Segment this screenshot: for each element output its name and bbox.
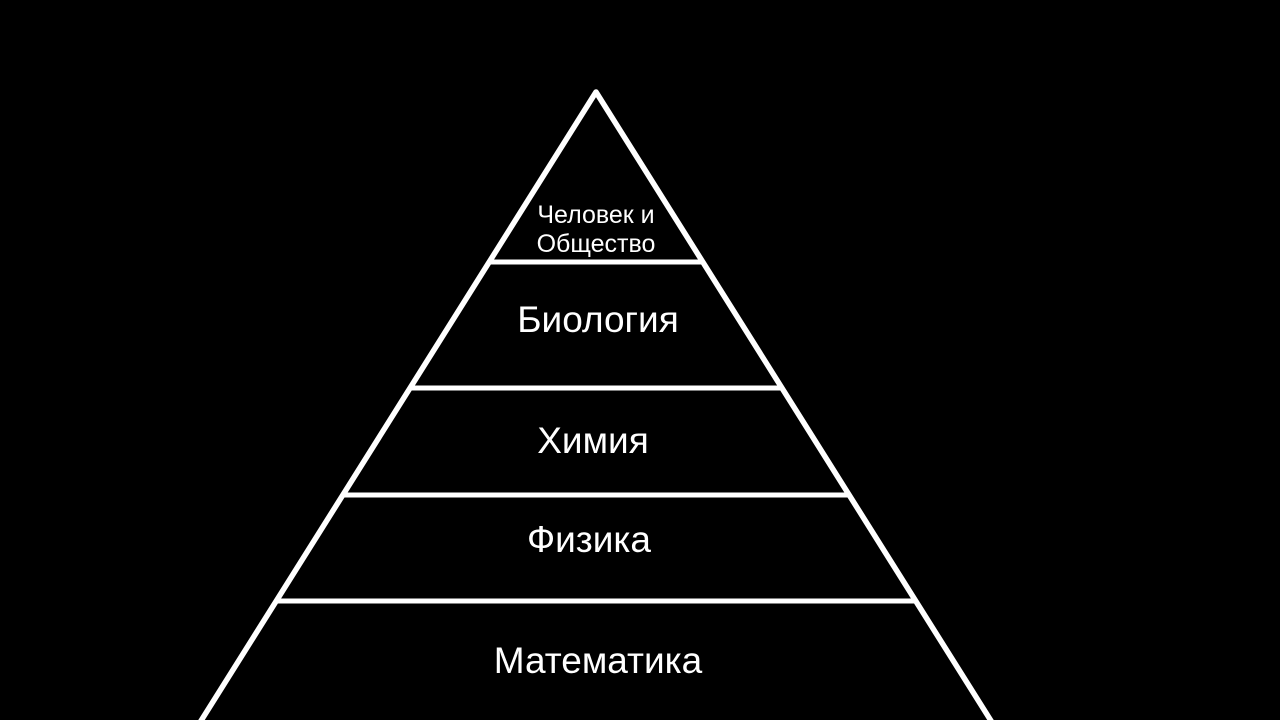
level-4-label: Физика — [527, 519, 651, 560]
level-5-label: Математика — [494, 640, 703, 681]
level-1-label-line-2: Общество — [537, 230, 656, 258]
level-3-label: Химия — [537, 420, 649, 461]
level-1-label-line-1: Человек и — [537, 201, 654, 229]
level-2-label: Биология — [517, 299, 679, 340]
pyramid-outline — [198, 89, 994, 720]
